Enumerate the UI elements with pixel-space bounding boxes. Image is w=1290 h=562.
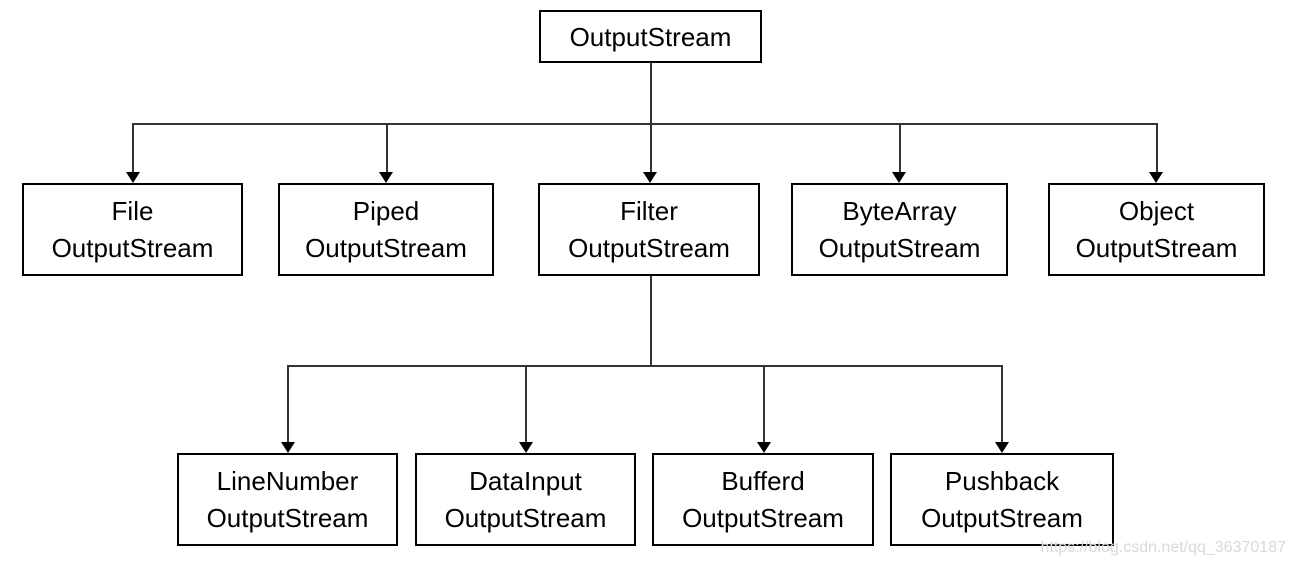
connector-drop-object <box>1156 123 1158 173</box>
arrowhead-datainput <box>519 442 533 453</box>
node-object-outputstream: Object OutputStream <box>1048 183 1265 276</box>
node-label-line1: ByteArray <box>842 195 957 226</box>
node-pushback-outputstream: Pushback OutputStream <box>890 453 1114 546</box>
arrowhead-bufferd <box>757 442 771 453</box>
node-piped-outputstream: Piped OutputStream <box>278 183 494 276</box>
connector-root-stub <box>650 62 652 123</box>
connector-drop-pushback <box>1001 365 1003 443</box>
node-bufferd-outputstream: Bufferd OutputStream <box>652 453 874 546</box>
arrowhead-filter <box>643 172 657 183</box>
connector-level3-rail <box>287 365 1002 367</box>
arrowhead-piped <box>379 172 393 183</box>
node-bytearray-outputstream: ByteArray OutputStream <box>791 183 1008 276</box>
connector-drop-linenumber <box>287 365 289 443</box>
node-label-line1: Filter <box>620 195 678 226</box>
node-label-line2: OutputStream <box>51 232 214 263</box>
connector-drop-piped <box>386 123 388 173</box>
node-label-line1: Piped <box>352 195 420 226</box>
node-label-line1: DataInput <box>469 465 582 496</box>
node-linenumber-outputstream: LineNumber OutputStream <box>177 453 398 546</box>
arrowhead-pushback <box>995 442 1009 453</box>
node-file-outputstream: File OutputStream <box>22 183 243 276</box>
connector-drop-file <box>132 123 134 173</box>
connector-filter-stub <box>650 276 652 365</box>
node-label-line2: OutputStream <box>682 502 844 533</box>
node-label-line2: OutputStream <box>305 232 467 263</box>
node-label-line2: OutputStream <box>206 502 369 533</box>
node-label-line2: OutputStream <box>1075 232 1238 263</box>
csdn-watermark: https://blog.csdn.net/qq_36370187 <box>1040 539 1286 556</box>
node-label-line2: OutputStream <box>921 502 1083 533</box>
arrowhead-linenumber <box>281 442 295 453</box>
node-label-line2: OutputStream <box>444 502 607 533</box>
connector-drop-bufferd <box>763 365 765 443</box>
connector-drop-filter <box>650 123 652 173</box>
connector-drop-datainput <box>525 365 527 443</box>
node-label-line1: Pushback <box>944 465 1060 496</box>
arrowhead-file <box>126 172 140 183</box>
node-label-line1: LineNumber <box>216 465 359 496</box>
node-label: OutputStream <box>569 21 732 52</box>
node-label-line1: Bufferd <box>721 465 805 496</box>
connector-level2-rail <box>132 123 1157 125</box>
node-filter-outputstream: Filter OutputStream <box>538 183 760 276</box>
arrowhead-bytearray <box>892 172 906 183</box>
node-label-line1: Object <box>1118 195 1195 226</box>
node-outputstream: OutputStream <box>539 10 762 63</box>
node-label-line2: OutputStream <box>568 232 730 263</box>
node-datainput-outputstream: DataInput OutputStream <box>415 453 636 546</box>
node-label-line2: OutputStream <box>818 232 981 263</box>
connector-drop-bytearray <box>899 123 901 173</box>
node-label-line1: File <box>111 195 154 226</box>
arrowhead-object <box>1149 172 1163 183</box>
